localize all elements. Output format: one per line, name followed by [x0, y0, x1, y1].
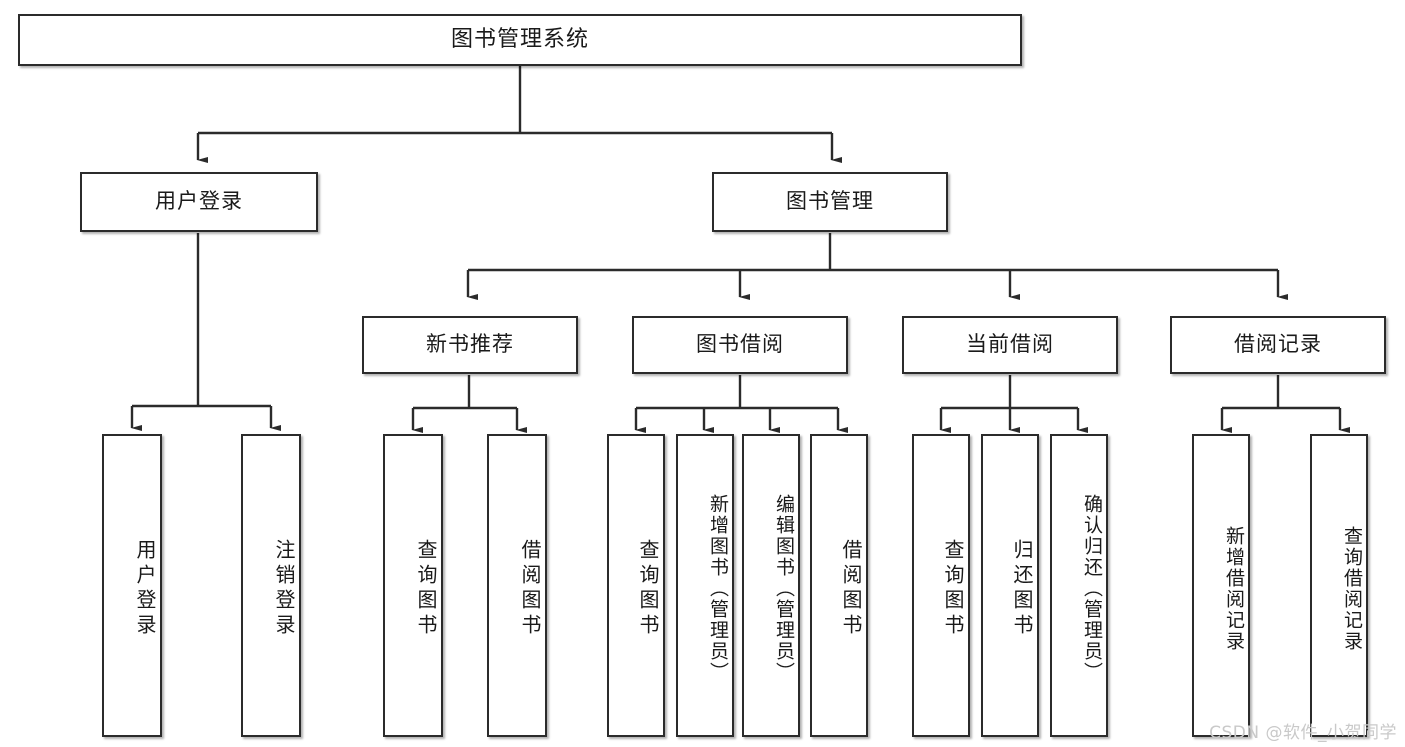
- node-root-system[interactable]: 图书管理系统: [18, 14, 1022, 66]
- leaf-add-book-admin[interactable]: 新增图书（管理员）: [676, 434, 734, 737]
- leaf-edit-book-admin[interactable]: 编辑图书（管理员）: [742, 434, 800, 737]
- node-book-borrow[interactable]: 图书借阅: [632, 316, 848, 374]
- node-current-borrow[interactable]: 当前借阅: [902, 316, 1118, 374]
- leaf-borrow-book-recommend[interactable]: 借阅图书: [487, 434, 547, 737]
- node-new-book-recommend[interactable]: 新书推荐: [362, 316, 578, 374]
- leaf-query-book-borrow[interactable]: 查询图书: [607, 434, 665, 737]
- leaf-return-book[interactable]: 归还图书: [981, 434, 1039, 737]
- leaf-query-book-recommend[interactable]: 查询图书: [383, 434, 443, 737]
- watermark-credit: CSDN @软件_小贺同学: [1209, 723, 1397, 743]
- leaf-logout[interactable]: 注销登录: [241, 434, 301, 737]
- leaf-confirm-return-admin[interactable]: 确认归还（管理员）: [1050, 434, 1108, 737]
- leaf-query-book-current[interactable]: 查询图书: [912, 434, 970, 737]
- node-borrow-record[interactable]: 借阅记录: [1170, 316, 1386, 374]
- leaf-user-login[interactable]: 用户登录: [102, 434, 162, 737]
- leaf-query-borrow-record[interactable]: 查询借阅记录: [1310, 434, 1368, 737]
- node-user-login[interactable]: 用户登录: [80, 172, 318, 232]
- node-book-management[interactable]: 图书管理: [712, 172, 948, 232]
- leaf-add-borrow-record[interactable]: 新增借阅记录: [1192, 434, 1250, 737]
- leaf-borrow-book[interactable]: 借阅图书: [810, 434, 868, 737]
